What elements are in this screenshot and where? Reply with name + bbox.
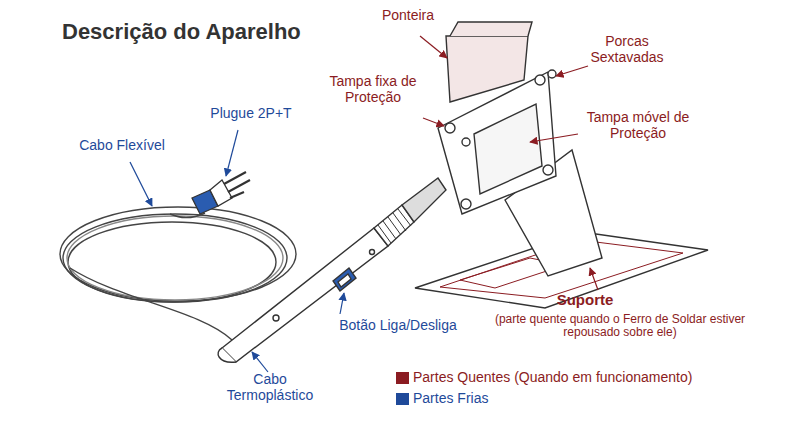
legend-swatch [396,393,409,405]
part-label: Suporte [540,292,630,309]
part-label: Tampa fixa de Proteção [318,74,428,105]
iron-head [438,22,556,214]
plug [192,172,250,214]
handle [218,178,446,362]
part-label: Ponteira [368,8,448,24]
part-label: (parte quente quando o Ferro de Soldar e… [492,313,748,340]
part-label: Botão Liga/Desliga [318,318,478,334]
legend-text: Partes Frias [413,391,488,407]
part-label: Cabo Termoplástico [222,372,318,403]
part-label: Tampa móvel de Proteção [578,110,698,141]
legend-swatch [396,372,409,384]
part-label: Porcas Sextavadas [582,34,672,65]
legend-text: Partes Quentes (Quando em funcionamento) [413,370,692,386]
title: Descrição do Aparelho [62,20,301,45]
part-label: Plugue 2P+T [196,106,306,122]
part-label: Cabo Flexível [72,138,172,154]
